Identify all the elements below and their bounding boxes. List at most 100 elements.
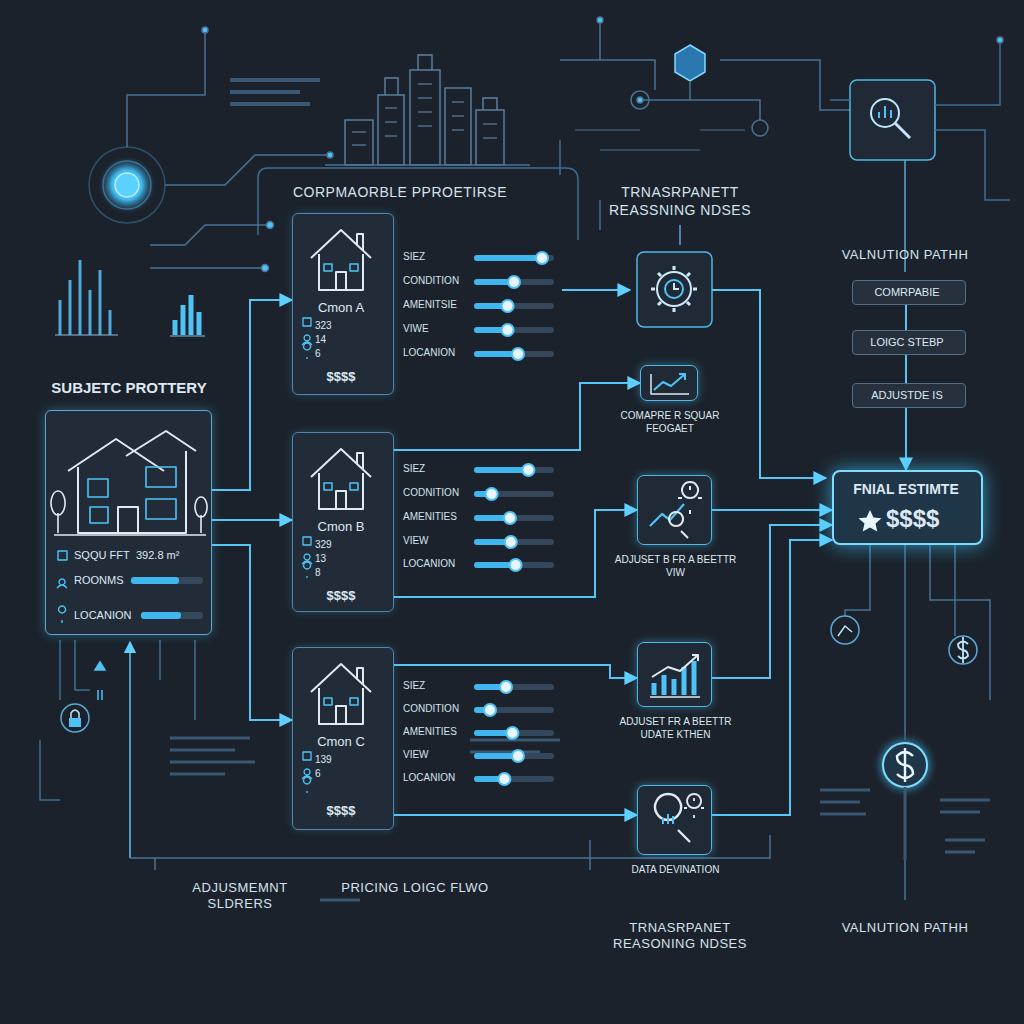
decor-rect (445, 88, 471, 165)
decor-path (40, 640, 195, 800)
decor-path (684, 794, 704, 818)
decor-circle (103, 161, 151, 209)
node-text: $$$$ (293, 588, 389, 604)
decor-path (385, 55, 497, 110)
decor-path (845, 545, 990, 740)
decor-path (820, 787, 990, 860)
decor-path (60, 260, 110, 335)
decor-path (175, 295, 199, 335)
chart-icon (651, 374, 689, 394)
decor-circle (665, 280, 683, 298)
decor-path (352, 84, 497, 145)
decor-path (650, 696, 700, 698)
slider-label: CONDITION (403, 703, 459, 716)
decor-path (303, 318, 311, 326)
decor-path (350, 483, 358, 490)
decor-rect (345, 120, 373, 165)
flow-connector (394, 665, 637, 678)
decor-path (51, 491, 65, 533)
reasoning-node: ADJUSET B FR A BEETTR VIW (637, 475, 712, 545)
flow-connector (212, 300, 292, 490)
slider-knob (486, 488, 498, 500)
decor-rect (637, 252, 712, 327)
mag-icon (638, 786, 713, 856)
slider-knob (504, 512, 516, 524)
decor-path (95, 662, 105, 700)
bars-icon (638, 643, 713, 708)
node-text: COMRPABIE (853, 286, 961, 300)
slider-knob (512, 750, 524, 762)
slider-knob (484, 704, 496, 716)
decor-path (357, 234, 363, 250)
reasoning-node: DATA DEVINATION (637, 785, 712, 855)
section-heading: TRNASRPANETT REASSNING NDSES (600, 184, 760, 219)
slider-knob (510, 559, 522, 571)
decor-path (58, 551, 67, 560)
decor-path (127, 30, 205, 147)
decor-rect (131, 577, 203, 584)
subject-property-box: SUBJETC PROTTERYSQQU FFT392.8 m²ROONMSLO… (45, 410, 212, 635)
node-text: 8 (315, 567, 321, 580)
decor-path (304, 562, 311, 578)
decor-g (474, 252, 554, 785)
slider-label: LOCANION (403, 772, 455, 785)
node-text: LOCANION (74, 609, 131, 623)
decor-path (651, 374, 689, 394)
slider-fill (474, 467, 528, 473)
decor-path (324, 698, 332, 705)
flow-connector (905, 355, 907, 383)
final-estimate-box: FNIAL ESTIMTE$$$$ (832, 470, 983, 545)
section-footer: VALNUTION PATHH (830, 920, 980, 936)
bighouse-icon (51, 431, 207, 623)
house-icon (302, 449, 371, 578)
slider-label: AMENITIES (403, 511, 457, 524)
node-text: FNIAL ESTIMTE (834, 481, 978, 499)
flow-connector (905, 408, 907, 470)
decor-path (319, 473, 363, 509)
section-footer: PRICING LOIGC FLWO (340, 880, 490, 896)
decor-circle (597, 17, 603, 23)
slider-knob (502, 300, 514, 312)
decor-path (897, 748, 913, 782)
node-text: SQQU FFT (74, 549, 130, 563)
decor-path (150, 225, 270, 245)
decor-circle (89, 147, 165, 223)
valuation-step: LOIGC STEBP (852, 330, 966, 355)
decor-path (560, 20, 850, 120)
slider-label: SIEZ (403, 680, 425, 693)
chart-icon (641, 366, 699, 402)
decor-path (679, 225, 681, 245)
decor-path (560, 140, 600, 230)
decor-path (325, 164, 530, 166)
section-footer: TRNASRPANET REASONING NDSES (590, 920, 770, 953)
decor-path (654, 661, 694, 695)
decor-path (958, 637, 968, 663)
node-heading: SUBJETC PROTTERY (29, 379, 229, 398)
slider-label: VIEW (403, 535, 429, 548)
node-text: ROONMS (74, 574, 124, 588)
slider-knob (522, 464, 534, 476)
decor-circle (949, 636, 977, 664)
decor-path (195, 497, 207, 533)
decor-rect (69, 718, 81, 727)
node-text: 323 (315, 320, 332, 333)
slider-track (474, 467, 554, 473)
decor-path (350, 698, 358, 705)
decor-path (118, 507, 138, 533)
decor-path (303, 752, 311, 760)
slider-fill (474, 255, 542, 261)
decor-path (895, 123, 910, 138)
decor-path (311, 664, 371, 692)
comparable-box: Cmon B329138$$$$ (292, 432, 394, 612)
decor-path (663, 814, 673, 824)
decor-path (357, 453, 363, 469)
decor-path (562, 289, 630, 291)
node-text: 6 (315, 348, 321, 361)
flow-connector (212, 519, 292, 521)
decor-circle (115, 173, 139, 197)
decor-circle (637, 97, 643, 103)
decor-circle (97, 155, 157, 215)
mag-icon (655, 794, 704, 842)
decor-path (712, 290, 826, 478)
decor-path (838, 626, 852, 636)
